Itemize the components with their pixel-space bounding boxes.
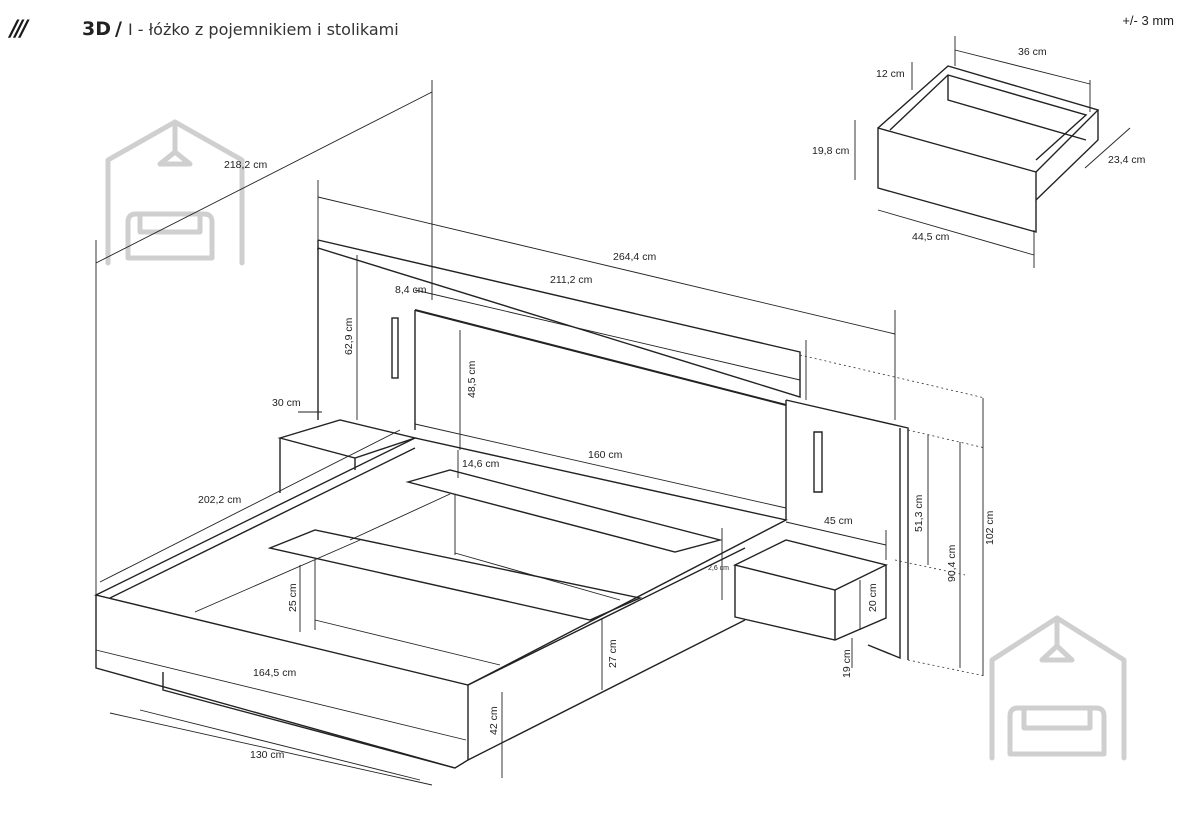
product-title: I - łóżko z pojemnikiem i stolikami (127, 19, 399, 39)
dimension-labels: 218,2 cm 264,4 cm 211,2 cm 8,4 cm 62,9 c… (198, 46, 1146, 761)
header: /// 3D / I - łóżko z pojemnikiem i stoli… (10, 14, 399, 44)
brand-logo: /// (10, 16, 28, 42)
dim-total-height: 102 cm (984, 510, 996, 545)
dim-total-depth: 218,2 cm (224, 159, 267, 171)
dim-nightstand-width: 45 cm (824, 515, 853, 527)
dim-base-width: 130 cm (250, 749, 285, 761)
dim-container-height: 25 cm (287, 583, 299, 612)
dim-outer-width: 164,5 cm (253, 667, 296, 679)
dim-nightstand-height: 20 cm (867, 583, 879, 612)
dim-drawer-front-width: 44,5 cm (912, 231, 950, 243)
dim-total-width: 264,4 cm (613, 251, 656, 263)
house-sofa-icon (989, 615, 1127, 761)
dim-drawer-width: 36 cm (1018, 46, 1047, 58)
model-code: 3D (82, 18, 111, 40)
dim-nightstand-gap: 2,6 cm (708, 565, 729, 572)
tolerance-note: +/- 3 mm (1122, 13, 1174, 28)
drawer-drawing (877, 65, 1100, 233)
dim-drawer-side-height: 12 cm (876, 68, 905, 80)
dim-frame-height: 27 cm (607, 639, 619, 668)
dim-shelf-offset: 14,6 cm (462, 458, 500, 470)
dimension-lines (95, 36, 1131, 786)
dim-nightstand-depth: 30 cm (272, 397, 301, 409)
house-sofa-icon (105, 119, 245, 266)
bed-drawing (93, 239, 909, 769)
dim-headboard-height: 48,5 cm (466, 360, 478, 398)
dim-drawer-depth: 23,4 cm (1108, 154, 1146, 166)
dim-drawer-front-height: 19,8 cm (812, 145, 850, 157)
dim-headboard-width: 211,2 cm (550, 274, 593, 286)
dim-panel-mid-height: 90,4 cm (946, 544, 958, 582)
dim-panel-inner-height: 51,3 cm (913, 494, 925, 532)
dim-bed-height: 42 cm (488, 706, 500, 735)
dim-side-panel-height: 62,9 cm (343, 317, 355, 355)
dim-mattress-width: 160 cm (588, 449, 623, 461)
dim-headboard-offset: 8,4 cm (395, 284, 427, 296)
dim-nightstand-floor-clearance: 19 cm (841, 649, 853, 678)
dim-frame-length: 202,2 cm (198, 494, 241, 506)
title-separator: / (115, 18, 122, 40)
